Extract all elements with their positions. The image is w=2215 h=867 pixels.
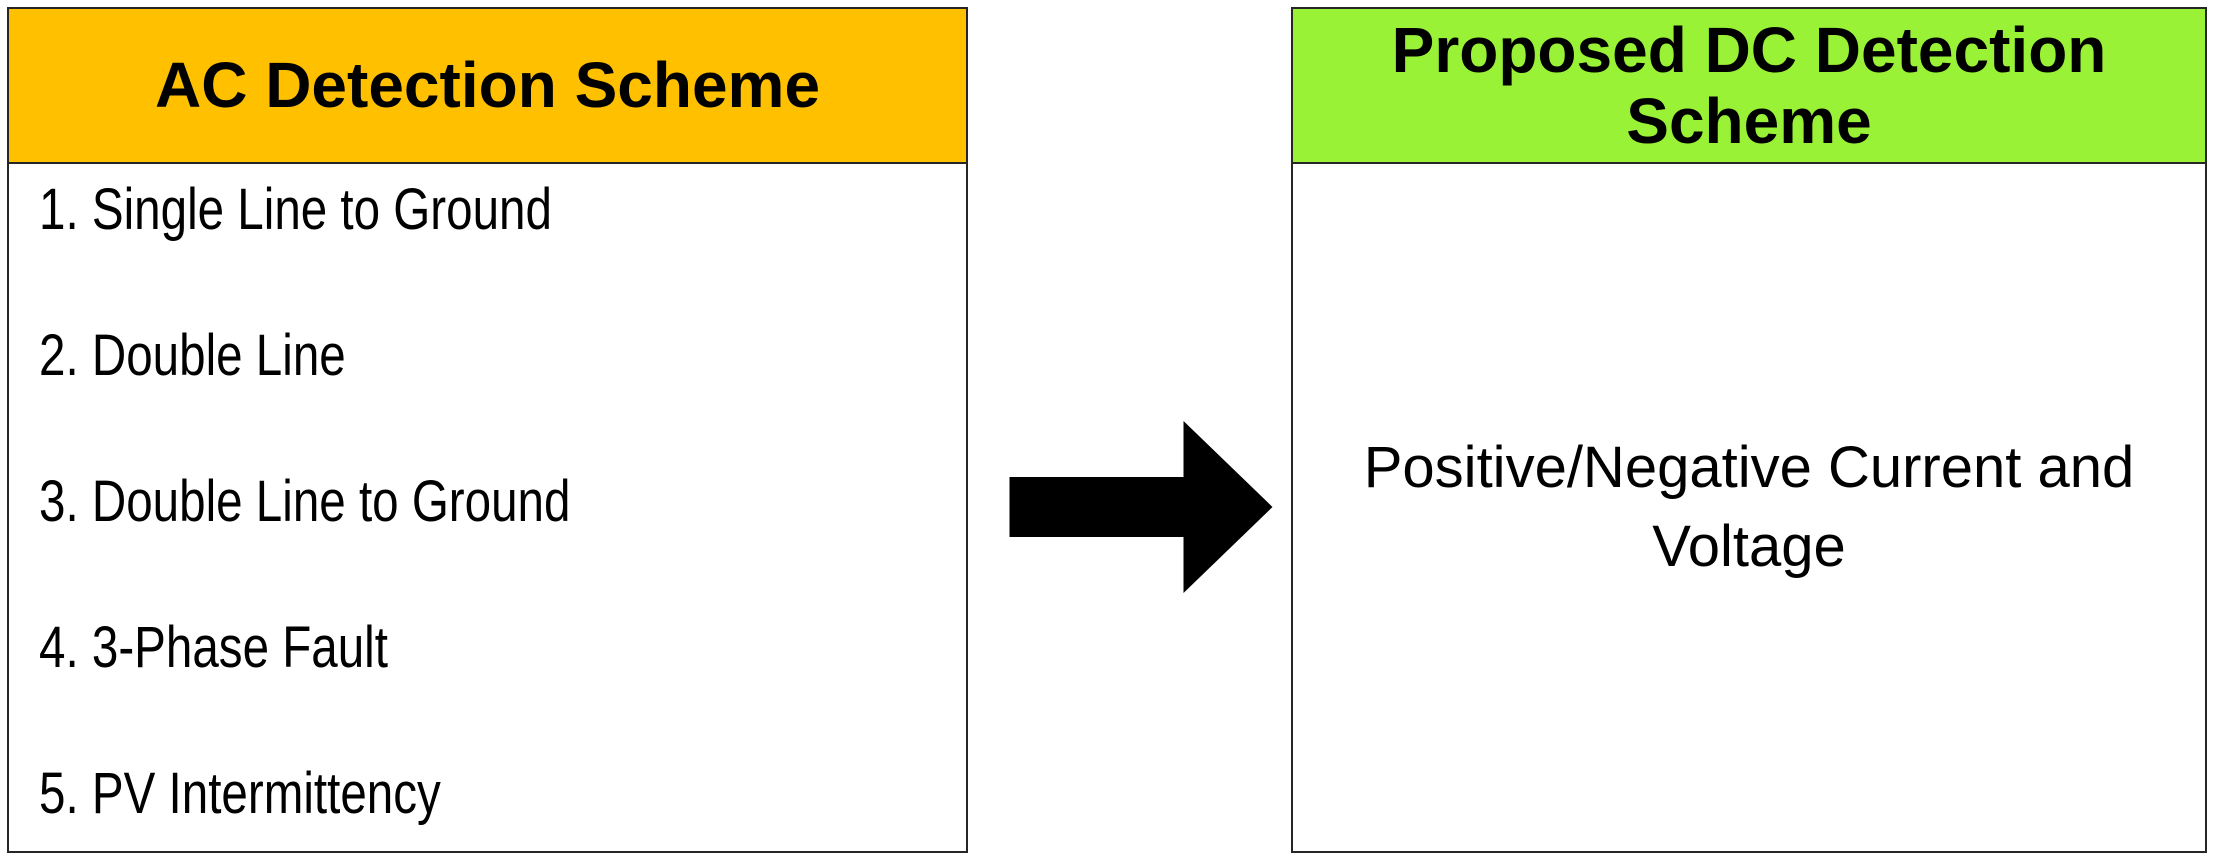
dc-box-header: Proposed DC Detection Scheme — [1293, 9, 2205, 164]
ac-detection-box: AC Detection Scheme 1. Single Line to Gr… — [7, 7, 968, 853]
list-item: 2. Double Line — [39, 323, 346, 388]
right-arrow-icon — [1009, 421, 1273, 593]
list-item: 5. PV Intermittency — [39, 761, 441, 826]
dc-box-body: Positive/Negative Current and Voltage — [1293, 164, 2205, 851]
ac-box-header: AC Detection Scheme — [9, 9, 966, 164]
list-item: 1. Single Line to Ground — [39, 177, 552, 242]
dc-detection-box: Proposed DC Detection Scheme Positive/Ne… — [1291, 7, 2207, 853]
dc-box-title: Proposed DC Detection Scheme — [1391, 14, 2107, 157]
ac-box-title: AC Detection Scheme — [154, 49, 821, 122]
ac-box-body: 1. Single Line to Ground 2. Double Line … — [9, 164, 966, 851]
dc-box-body-text: Positive/Negative Current and Voltage — [1363, 435, 2135, 579]
list-item: 4. 3-Phase Fault — [39, 615, 388, 680]
right-arrow-shape — [1009, 421, 1273, 593]
list-item: 3. Double Line to Ground — [39, 469, 571, 534]
